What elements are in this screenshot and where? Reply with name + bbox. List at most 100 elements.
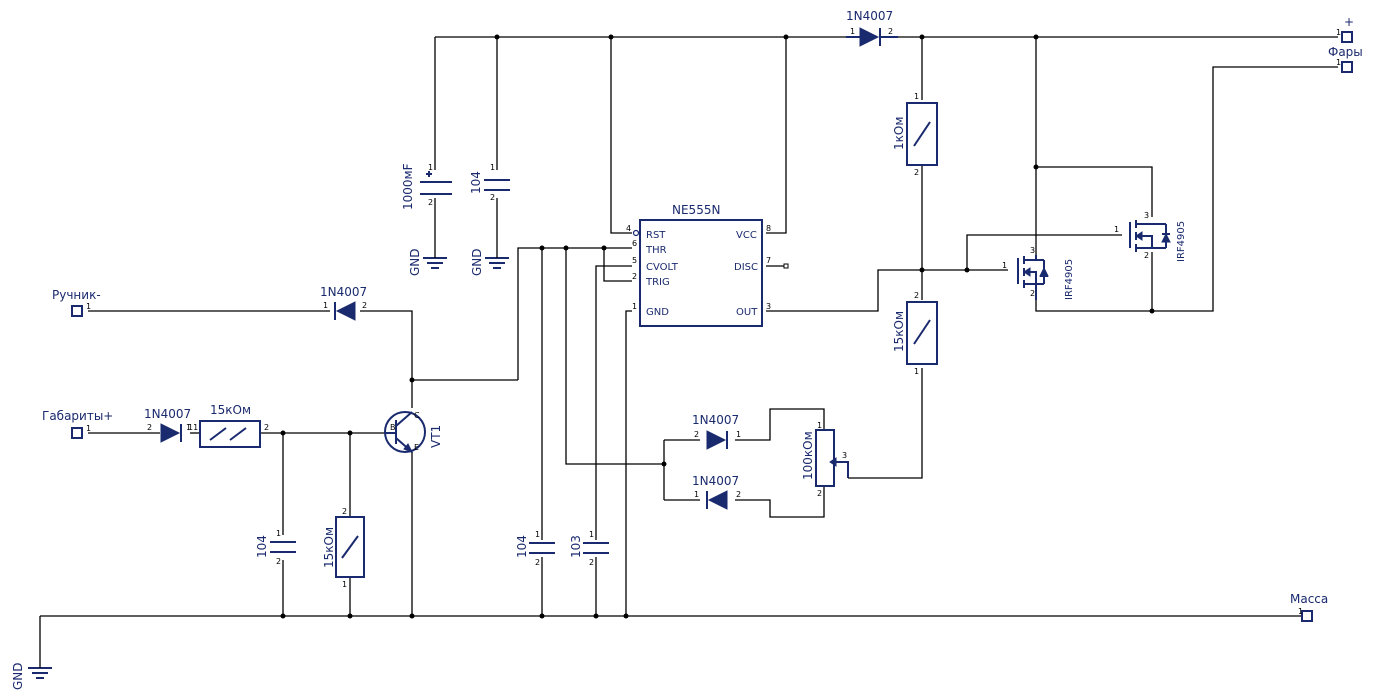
- mosfet-1[interactable]: IRF4905 132: [1002, 246, 1075, 300]
- diode-top[interactable]: 1N4007 1 2: [846, 9, 898, 47]
- svg-text:1: 1: [342, 580, 347, 589]
- transistor-label: VT1: [429, 425, 443, 448]
- ground-label-1: GND: [408, 248, 422, 276]
- capacitor-1000[interactable]: 1000мF 1 2: [401, 163, 452, 210]
- svg-text:1: 1: [589, 530, 594, 539]
- svg-text:2: 2: [817, 489, 822, 498]
- svg-text:1: 1: [1336, 28, 1341, 37]
- svg-text:3: 3: [766, 302, 771, 311]
- ic-name: NE555N: [672, 203, 720, 217]
- capacitor-104-left[interactable]: 104 12: [255, 529, 296, 566]
- svg-text:2: 2: [362, 301, 367, 310]
- junction-dot: [623, 613, 629, 619]
- connector-ruchnik[interactable]: Ручник- 1: [52, 288, 101, 317]
- pin-vcc-label: VCC: [736, 230, 757, 241]
- resistor-1k[interactable]: 1кОм 12: [892, 92, 938, 177]
- svg-text:2: 2: [264, 423, 269, 432]
- junction-dots: [280, 34, 1155, 619]
- svg-text:1: 1: [850, 27, 855, 36]
- capacitor-103-label: 103: [569, 535, 583, 558]
- mosfet-1-label: IRF4905: [1064, 259, 1075, 300]
- diode-top-label: 1N4007: [846, 9, 893, 23]
- svg-text:E: E: [414, 443, 419, 452]
- svg-text:1: 1: [817, 421, 822, 430]
- svg-text:1: 1: [1002, 261, 1007, 270]
- potentiometer-100k[interactable]: 100кОм 123: [801, 421, 849, 498]
- junction-dot: [280, 613, 286, 619]
- capacitor-104-mid[interactable]: 104 12: [515, 530, 555, 567]
- pin-thr-label: THR: [645, 245, 667, 256]
- transistor-vt1[interactable]: VT1 B C E: [384, 411, 443, 453]
- svg-text:6: 6: [632, 239, 637, 248]
- svg-text:2: 2: [147, 423, 152, 432]
- svg-text:1: 1: [86, 302, 91, 311]
- resistor-15k-right[interactable]: 15кОм 21: [892, 291, 938, 376]
- disc-terminal: [783, 263, 789, 269]
- svg-text:B: B: [390, 423, 396, 432]
- junction-dot: [593, 613, 599, 619]
- junction-dot: [280, 430, 286, 436]
- connector-fary-label: Фары: [1328, 45, 1363, 59]
- resistor-1k-label: 1кОм: [892, 117, 906, 150]
- svg-text:8: 8: [766, 224, 771, 233]
- capacitor-104-left-label: 104: [255, 535, 269, 558]
- svg-text:C: C: [414, 411, 420, 420]
- ground-symbol-1: GND: [408, 248, 447, 276]
- svg-text:1: 1: [428, 163, 433, 172]
- resistor-15k-right-label: 15кОм: [892, 311, 906, 352]
- svg-text:2: 2: [736, 490, 741, 499]
- connector-massa-label: Масса: [1290, 592, 1328, 606]
- svg-text:2: 2: [342, 507, 347, 516]
- ne555-chip[interactable]: NE555N RST THR CVOLT TRIG GND VCC DISC O…: [626, 203, 789, 327]
- connector-plus[interactable]: + 1: [1336, 15, 1354, 43]
- svg-text:1: 1: [1336, 58, 1341, 67]
- svg-text:2: 2: [914, 291, 919, 300]
- ground-symbol-3: GND: [11, 662, 52, 690]
- ground-label-3: GND: [11, 662, 25, 690]
- capacitor-104-top-label: 104: [469, 171, 483, 194]
- pin-disc-label: DISC: [734, 262, 758, 273]
- svg-text:1: 1: [86, 424, 91, 433]
- capacitor-104-top[interactable]: 104 1 2: [469, 163, 510, 202]
- connector-fary[interactable]: Фары 1: [1328, 45, 1363, 73]
- connector-plus-label: +: [1344, 15, 1354, 29]
- mosfet-2-label: IRF4905: [1176, 221, 1187, 262]
- svg-text:1: 1: [632, 302, 637, 311]
- junction-dot: [783, 34, 789, 40]
- svg-text:3: 3: [1030, 246, 1035, 255]
- svg-text:1: 1: [1114, 225, 1119, 234]
- junction-dot: [494, 34, 500, 40]
- capacitor-103[interactable]: 103 12: [569, 530, 609, 567]
- wires: [39, 36, 1338, 665]
- mosfet-2[interactable]: IRF4905 132: [1114, 211, 1187, 262]
- diode-ruchnik-label: 1N4007: [320, 285, 367, 299]
- junction-dot: [919, 267, 925, 273]
- connector-massa[interactable]: Масса 1: [1290, 592, 1328, 622]
- connector-ruchnik-label: Ручник-: [52, 288, 101, 302]
- resistor-15k-horizontal-label: 15кОм: [210, 403, 251, 417]
- potentiometer-100k-label: 100кОм: [801, 431, 815, 480]
- connector-gabarity-label: Габариты+: [42, 409, 113, 423]
- svg-text:2: 2: [888, 27, 893, 36]
- svg-text:2: 2: [694, 430, 699, 439]
- junction-dot: [563, 245, 569, 251]
- connector-gabarity[interactable]: Габариты+ 1: [42, 409, 113, 439]
- svg-text:3: 3: [1144, 211, 1149, 220]
- capacitor-1000-label: 1000мF: [401, 163, 415, 210]
- ground-symbol-2: GND: [470, 248, 509, 276]
- junction-dot: [409, 613, 415, 619]
- pin-cvolt-label: CVOLT: [646, 262, 679, 273]
- rst-inversion-circle: [632, 229, 640, 237]
- resistor-15k-vertical[interactable]: 15кОм 21: [322, 507, 365, 589]
- svg-text:2: 2: [490, 193, 495, 202]
- pin-out-label: OUT: [736, 307, 758, 318]
- svg-text:1: 1: [490, 163, 495, 172]
- svg-text:2: 2: [428, 198, 433, 207]
